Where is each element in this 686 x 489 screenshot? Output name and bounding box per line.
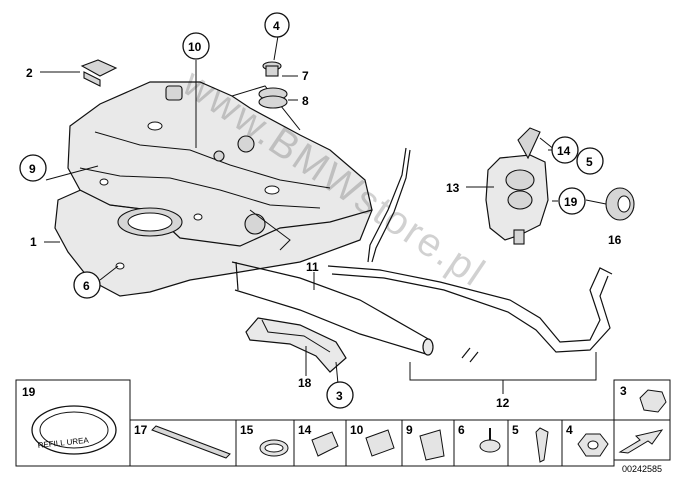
hose-part-11 [231,261,434,356]
bracket-part-18 [245,317,347,373]
callout-12: 12 [496,396,510,410]
legend-14-number: 14 [298,423,312,437]
callout-19: 19 [564,195,578,209]
legend-cell-17 [129,419,237,467]
clip-nut-icon [311,431,339,457]
pad-part-2 [80,59,118,77]
legend-cell-5 [507,419,563,467]
callouts: 2 4 7 8 10 9 1 6 11 18 3 12 13 14 5 19 1… [19,12,622,410]
screw-icon [535,427,549,463]
hose-part-12 [327,147,613,363]
cable-tie-icon [151,425,231,459]
callout-8: 8 [302,94,309,108]
callout-13: 13 [446,181,460,195]
pad-part-2-side [83,71,101,87]
legend-17-number: 17 [134,423,148,437]
holder-icon [365,429,395,457]
callout-2: 2 [26,66,33,80]
legend-4-number: 4 [566,423,573,437]
refill-urea-ring [31,405,117,455]
callout-18: 18 [298,376,312,390]
clip-icon [419,429,445,461]
callout-3: 3 [336,389,343,403]
urea-tank [54,81,373,297]
legend-row: 19 REFILL UREA 17 15 14 10 9 6 5 [15,379,671,474]
nut-part-4-7 [262,61,282,77]
legend-9-number: 9 [406,423,413,437]
connector-part-16 [605,187,635,221]
callout-10: 10 [188,40,202,54]
callout-7: 7 [302,69,309,83]
legend-3-number: 3 [620,384,627,398]
callout-9: 9 [29,162,36,176]
callout-1: 1 [30,235,37,249]
arrow-icon [618,429,664,454]
callout-11: 11 [306,260,319,274]
callout-6: 6 [83,279,90,293]
grommet-part-8 [258,87,288,109]
collar-nut-icon [639,389,667,413]
expanding-rivet-icon [479,439,501,453]
legend-10-number: 10 [350,423,364,437]
legend-19-number: 19 [22,385,36,399]
callout-4: 4 [273,19,280,33]
image-number: 00242585 [622,464,662,474]
pump-module-part-13 [485,127,556,245]
legend-6-number: 6 [458,423,465,437]
legend-cell-19 [15,379,131,467]
legend-5-number: 5 [512,423,519,437]
legend-15-number: 15 [240,423,254,437]
callout-5: 5 [586,155,593,169]
callout-16: 16 [608,233,622,247]
callout-14: 14 [557,144,571,158]
